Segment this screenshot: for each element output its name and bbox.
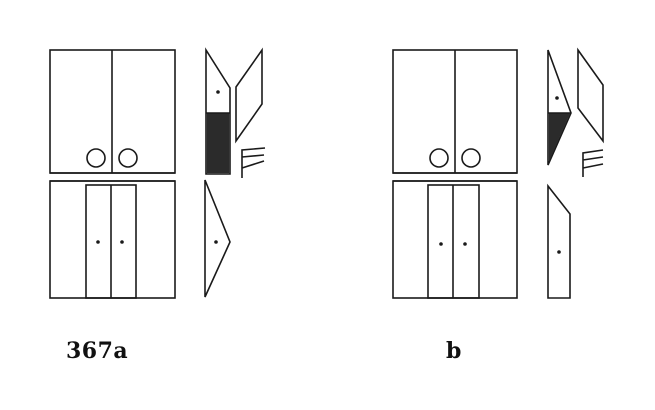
detail-a-wedge-dot bbox=[214, 240, 218, 244]
cabinet-a-inner-right-dot bbox=[120, 240, 124, 244]
detail-a-slab-dot bbox=[216, 90, 220, 94]
details-a bbox=[204, 47, 266, 298]
details-b bbox=[547, 47, 604, 299]
cabinet-a-lower-body bbox=[49, 180, 176, 299]
detail-a-slanted-panel bbox=[235, 47, 263, 144]
cabinet-b bbox=[392, 49, 518, 299]
cabinet-a-right-knob bbox=[118, 148, 138, 168]
cabinet-b-right-knob bbox=[461, 148, 481, 168]
cabinet-b-lower-body bbox=[392, 180, 518, 299]
detail-b-slanted-panel bbox=[577, 47, 604, 144]
detail-b-lower-slab-dot bbox=[557, 250, 561, 254]
detail-a-comb bbox=[241, 147, 266, 178]
detail-a-wedge bbox=[204, 179, 231, 298]
cabinet-b-inner-right-dot bbox=[463, 242, 467, 246]
detail-b-slab-dark bbox=[548, 113, 570, 162]
cabinet-a-inner-left-dot bbox=[96, 240, 100, 244]
cabinet-b-left-knob bbox=[429, 148, 449, 168]
cabinet-b-inner-left-dot bbox=[439, 242, 443, 246]
detail-b-lower-slab bbox=[547, 183, 571, 299]
cabinet-a bbox=[49, 49, 176, 299]
detail-a-slab-dark bbox=[206, 113, 230, 174]
cabinet-a-left-knob bbox=[86, 148, 106, 168]
detail-b-comb bbox=[582, 149, 604, 177]
figure-b-caption: b bbox=[446, 338, 462, 364]
detail-b-slab-dot bbox=[555, 96, 559, 100]
figure-a-caption: 367a bbox=[66, 338, 129, 364]
